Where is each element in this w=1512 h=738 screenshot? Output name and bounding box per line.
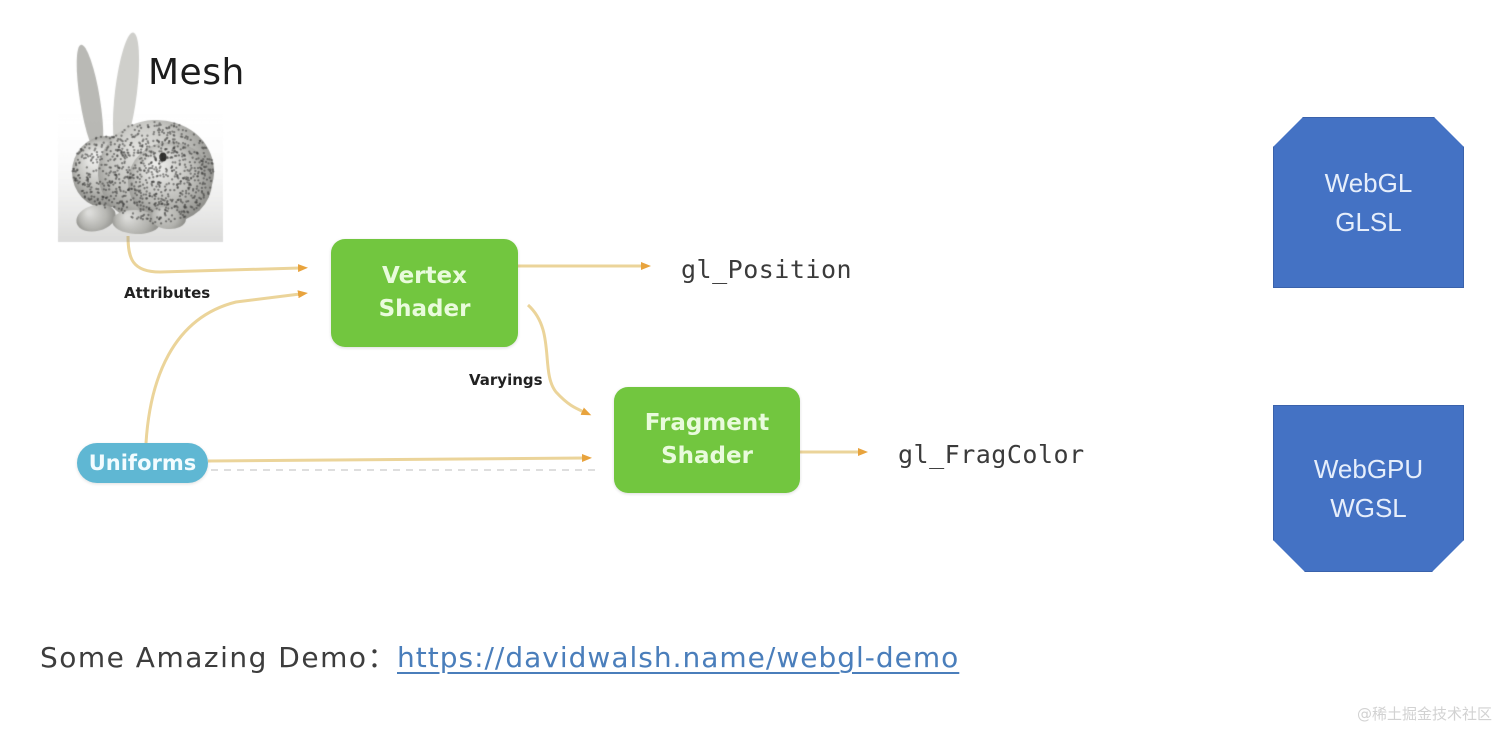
uniforms-label: Uniforms <box>88 451 197 475</box>
vertex-shader-label-line2: Shader <box>378 296 471 322</box>
demo-line: Some Amazing Demo：https://davidwalsh.nam… <box>40 636 959 676</box>
attributes-edge-label: Attributes <box>124 284 211 302</box>
webgl-shape-line2: GLSL <box>1335 206 1402 237</box>
webgpu-shape-line2: WGSL <box>1330 492 1407 523</box>
mesh-group <box>38 22 258 262</box>
varyings-edge-label: Varyings <box>469 371 543 389</box>
demo-prefix-label: Some Amazing Demo： <box>40 641 397 674</box>
edge-uniforms-to-fragment <box>207 454 592 463</box>
edge-uniforms-to-vertex <box>144 290 308 444</box>
mesh-label: Mesh <box>148 52 245 93</box>
vertex-shader-label-line1: Vertex <box>382 262 467 289</box>
gl-position-output-label: gl_Position <box>681 255 853 284</box>
webgpu-wgsl-shape[interactable]: WebGPU WGSL <box>1273 405 1464 572</box>
webgl-shape-line1: WebGL <box>1324 167 1413 198</box>
edge-varyings <box>526 303 592 416</box>
webgpu-shape-line1: WebGPU <box>1313 453 1424 484</box>
webgl-glsl-shape[interactable]: WebGL GLSL <box>1273 117 1464 288</box>
fragment-shader-label-line2: Shader <box>661 443 753 469</box>
demo-link[interactable]: https://davidwalsh.name/webgl-demo <box>397 641 960 674</box>
vertex-shader-node[interactable]: Vertex Shader <box>331 239 518 347</box>
uniforms-node[interactable]: Uniforms <box>77 443 208 483</box>
gl-fragcolor-output-label: gl_FragColor <box>898 440 1085 469</box>
stanford-bunny-mesh-icon <box>38 22 238 252</box>
fragment-shader-label-line1: Fragment <box>644 409 770 436</box>
watermark: @稀土掘金技术社区 <box>1356 705 1492 723</box>
fragment-shader-node[interactable]: Fragment Shader <box>614 387 800 493</box>
